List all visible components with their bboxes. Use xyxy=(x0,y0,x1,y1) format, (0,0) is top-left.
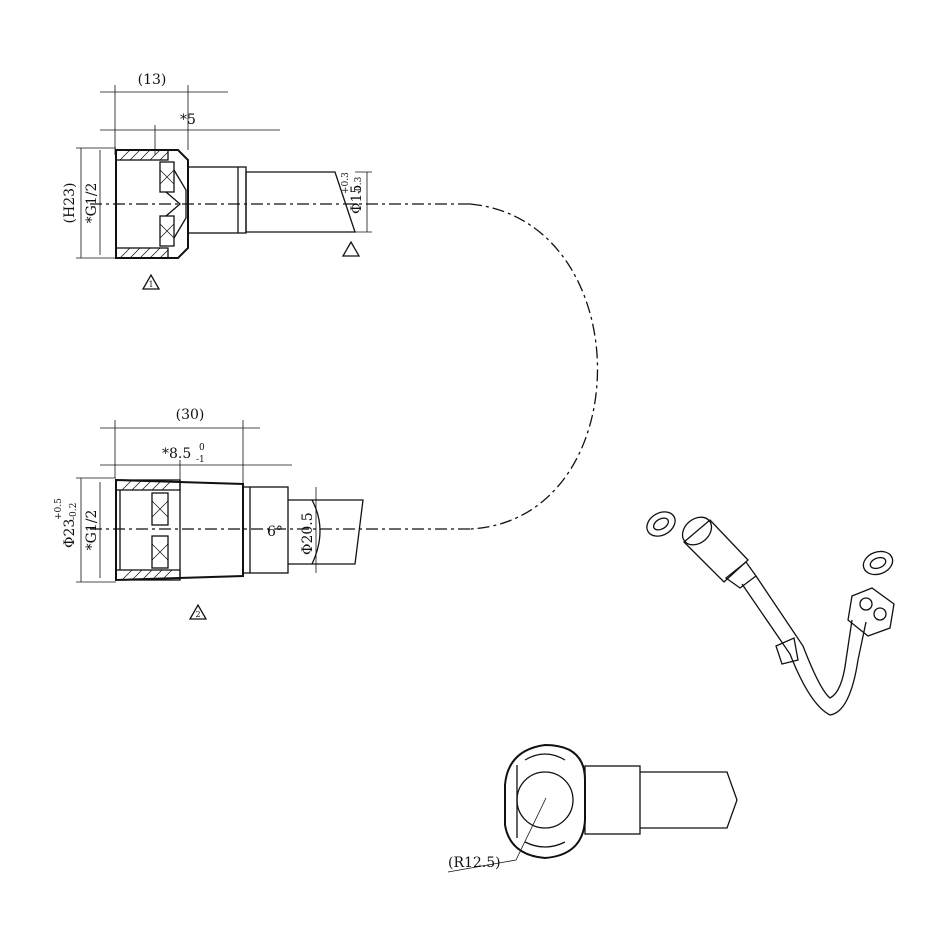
nut-iso-face xyxy=(681,516,713,546)
seal-block-bottom xyxy=(159,215,175,247)
sleeve-iso xyxy=(724,561,757,589)
thread-label-bottom: *G1/2 xyxy=(84,510,100,551)
elbow-edge-top xyxy=(524,753,566,761)
outer-diameter-tol-upper: +0.5 xyxy=(54,498,64,520)
inner-cone-tip xyxy=(165,191,181,217)
radius-label: (R12.5) xyxy=(448,855,501,871)
stem-sleeve xyxy=(584,765,641,835)
top-fitting: (13) *5 (H23) *G1/2 xyxy=(62,72,470,290)
tube-diameter-tol-upper: +0.3 xyxy=(341,172,351,194)
hose-clamp-iso xyxy=(775,637,799,665)
isometric-hose xyxy=(646,511,895,716)
tube-end xyxy=(245,171,356,233)
thread-label: *G1/2 xyxy=(84,183,100,224)
tube-diameter-label: Φ15 xyxy=(349,185,365,214)
hose-iso-outer xyxy=(741,583,867,716)
inspect-triangle-1 xyxy=(141,273,161,290)
elbow-edge-bottom xyxy=(524,841,566,848)
dim-depth-tol-lower: -1 xyxy=(196,455,205,465)
radius-leader-tail xyxy=(447,859,517,873)
flatness-triangle xyxy=(341,240,361,257)
detail-view: (R12.5) xyxy=(447,743,738,873)
washer-left-hole xyxy=(652,517,670,531)
seal-block-bottom-b xyxy=(151,535,169,569)
sleeve xyxy=(187,166,247,234)
hose-iso-inner xyxy=(755,575,853,699)
dim-depth-label: *5 xyxy=(180,112,196,128)
washer-right xyxy=(862,550,894,576)
outer-diameter-tol-lower: -0.2 xyxy=(69,503,79,520)
nut-wall-bottom xyxy=(115,247,169,259)
seal-block-top-b xyxy=(151,492,169,526)
dim-depth-tol-upper: 0 xyxy=(199,443,205,453)
dim-overall-label-30: (30) xyxy=(176,407,205,423)
end-diameter-label: Φ20.5 xyxy=(300,512,316,555)
taper-angle-label: 6° xyxy=(267,524,283,540)
nut-body-bottom xyxy=(115,478,244,582)
radius-leader xyxy=(515,797,547,861)
bottom-fitting: (30) *8.5 0 -1 Φ23 +0.5 -0.2 *G1/2 xyxy=(54,407,470,620)
stem-tube xyxy=(640,771,738,829)
dim-depth-label-bottom: *8.5 xyxy=(162,446,191,462)
outer-diameter-label: Φ23 xyxy=(62,519,78,548)
hex-nut-face-2 xyxy=(873,607,887,621)
hose-path xyxy=(469,203,599,530)
hex-nut-iso xyxy=(847,587,895,637)
tail-tube xyxy=(288,499,364,565)
washer-left xyxy=(646,511,676,537)
tube-diameter-tol-lower: -0.3 xyxy=(354,176,364,194)
nut-iso xyxy=(683,519,749,583)
inspect-triangle-2 xyxy=(188,603,208,620)
inspect-marker-1: 1 xyxy=(148,280,153,289)
hex-nut-face-1 xyxy=(859,597,873,611)
nut-wall-top xyxy=(115,149,169,161)
inspect-marker-2: 2 xyxy=(195,610,200,619)
dim-height-label: (H23) xyxy=(62,183,78,224)
washer-right-hole xyxy=(869,556,887,570)
dim-overall-label: (13) xyxy=(138,72,167,88)
tail-curve xyxy=(311,499,321,565)
seal-block-top xyxy=(159,161,175,193)
